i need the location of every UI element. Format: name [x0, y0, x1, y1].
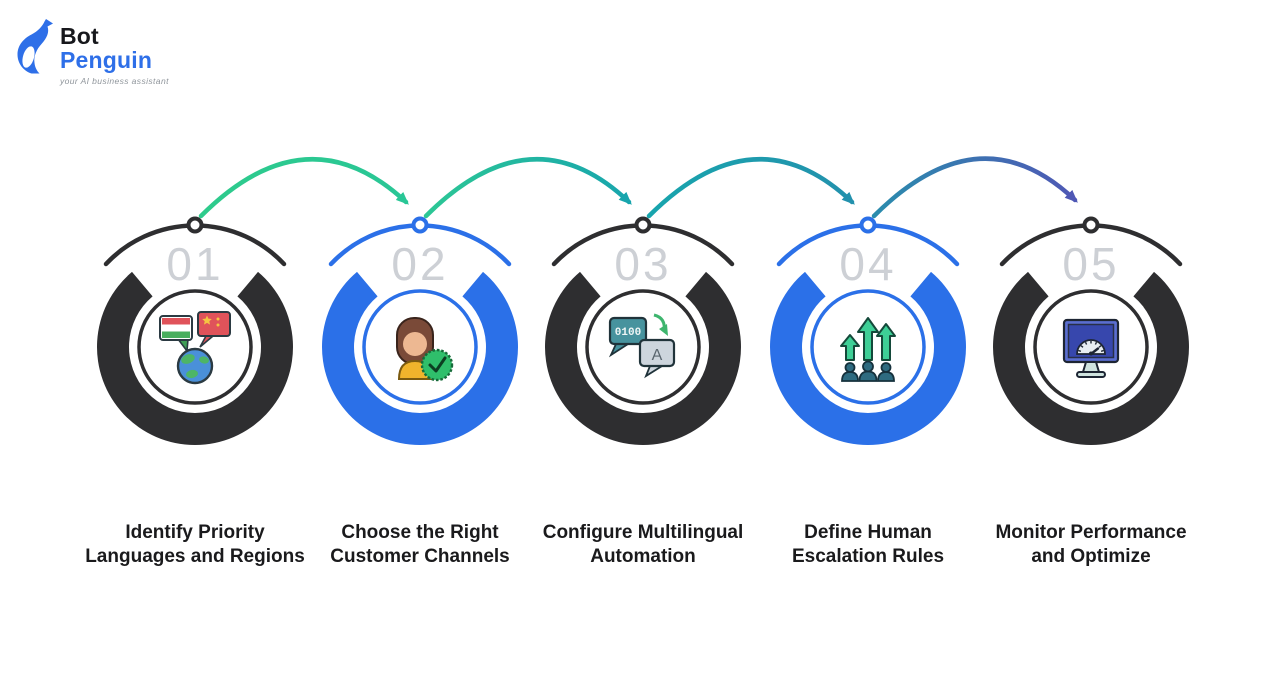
step-2: 02 Choose the Right Customer Channels: [295, 205, 545, 580]
step-1: 01 Identify Priority Languages and Regio…: [70, 205, 320, 580]
step-2-number: 02: [391, 238, 449, 290]
step-1-label-line2: Languages and Regions: [85, 546, 305, 567]
step-3-label-line1: Configure Multilingual: [542, 522, 744, 543]
step-3: 03 0100 A Configure Multilingual Automat…: [518, 205, 768, 580]
flow-arrows: [198, 156, 1078, 219]
step-1-node: [186, 216, 204, 234]
code-bubble-text: 0100: [615, 327, 641, 339]
step-2-label: Choose the Right Customer Channels: [285, 521, 555, 569]
brand-name-top: Bot: [60, 23, 99, 49]
step-4-label: Define Human Escalation Rules: [733, 521, 1003, 569]
step-1-label-line1: Identify Priority: [125, 522, 265, 543]
step-2-node: [411, 216, 429, 234]
step-1-label: Identify Priority Languages and Regions: [60, 521, 330, 569]
step-1-number: 01: [166, 238, 224, 290]
step-2-label-line2: Customer Channels: [330, 546, 510, 567]
step-4-node: [859, 216, 877, 234]
step-2-label-line1: Choose the Right: [341, 522, 499, 543]
brand-name-bottom: Penguin: [60, 47, 153, 73]
team-escalation-icon: [840, 317, 896, 382]
step-5-number: 05: [1062, 238, 1120, 290]
translate-bubbles-icon: 0100 A: [608, 313, 676, 379]
step-4-label-line2: Escalation Rules: [791, 546, 945, 567]
step-5: 05 Monitor Performance and Optimize: [966, 205, 1216, 580]
arrow-step4-to-step5: [871, 156, 1078, 219]
performance-monitor-icon: [1062, 318, 1120, 378]
step-3-node: [634, 216, 652, 234]
step-5-label: Monitor Performance and Optimize: [956, 521, 1226, 569]
customer-verified-icon: [396, 317, 454, 382]
step-5-node: [1082, 216, 1100, 234]
step-3-number: 03: [614, 238, 672, 290]
globe-languages-icon: [159, 311, 231, 385]
botpenguin-logo: Bot Penguin your AI business assistant: [14, 18, 169, 86]
arrow-step1-to-step2: [198, 157, 409, 219]
brand-tagline: your AI business assistant: [60, 76, 169, 86]
letter-bubble-text: A: [652, 347, 663, 364]
step-5-label-line1: Monitor Performance: [995, 522, 1187, 543]
step-4: 04 Define Human Escalation Rules: [743, 205, 993, 580]
step-4-number: 04: [839, 238, 897, 290]
step-5-label-line2: and Optimize: [1031, 546, 1151, 567]
step-4-label-line1: Define Human: [804, 522, 932, 543]
logo-text: Bot Penguin your AI business assistant: [60, 18, 169, 86]
step-3-label: Configure Multilingual Automation: [508, 521, 778, 569]
step-3-label-line2: Automation: [590, 546, 696, 567]
arrow-step2-to-step3: [423, 157, 632, 219]
penguin-icon: [17, 19, 53, 74]
arrow-step3-to-step4: [646, 157, 855, 219]
